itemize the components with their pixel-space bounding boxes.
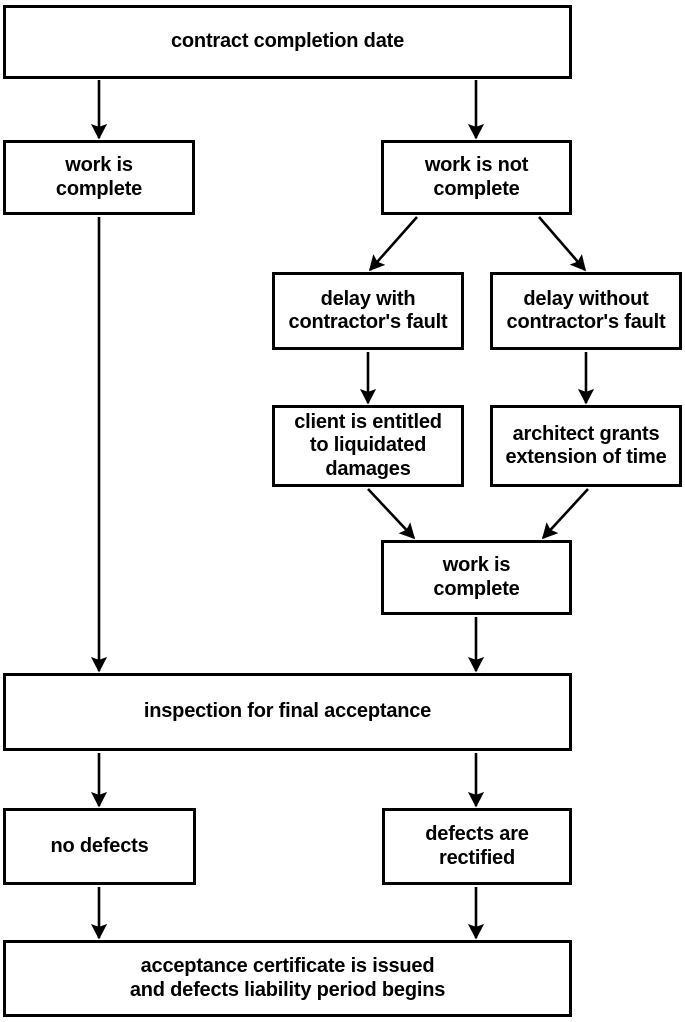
- node-box-contract-completion-date[interactable]: [3, 5, 572, 79]
- node-box-work-is-complete-left[interactable]: [3, 140, 195, 215]
- node-box-inspection-for-final-acceptance[interactable]: [3, 673, 572, 751]
- node-box-defects-are-rectified[interactable]: [382, 808, 572, 885]
- flow-arrow: [538, 216, 587, 272]
- node-box-delay-with-contractors-fault[interactable]: [272, 272, 464, 350]
- flow-arrow: [541, 488, 589, 540]
- node-box-no-defects[interactable]: [3, 808, 196, 885]
- node-box-work-is-complete-middle[interactable]: [381, 540, 572, 615]
- flow-arrow: [367, 488, 416, 540]
- node-box-architect-grants-extension[interactable]: [490, 405, 682, 487]
- edges-layer: [90, 80, 595, 940]
- nodes-layer: [3, 5, 682, 1017]
- node-box-client-entitled-liquidated-damages[interactable]: [272, 405, 464, 487]
- node-box-delay-without-contractors-fault[interactable]: [490, 272, 682, 350]
- node-box-acceptance-certificate-issued[interactable]: [3, 940, 572, 1017]
- flow-arrow: [368, 216, 418, 272]
- node-box-work-is-not-complete[interactable]: [381, 140, 572, 215]
